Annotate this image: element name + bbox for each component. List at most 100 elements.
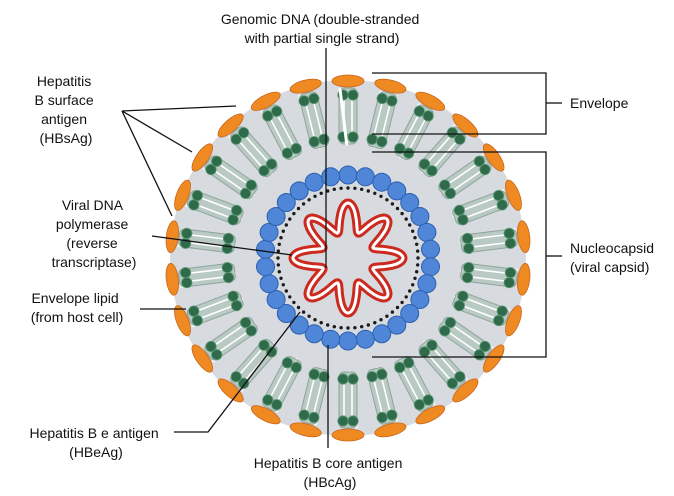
lipid-tail (305, 103, 316, 139)
capsid-unit (400, 193, 420, 212)
lipid-tail (189, 276, 226, 283)
hbsag-leader-3 (121, 110, 173, 217)
envelope-protein-block (230, 126, 278, 178)
hbcag-label-line: Hepatitis B core antigen (254, 455, 403, 471)
capsid-unit (289, 181, 309, 201)
capsid-unit (259, 274, 279, 294)
polymerase-dot (400, 211, 404, 216)
lipid-head (376, 136, 388, 148)
lipid-tail (432, 140, 458, 169)
polymerase-dot (373, 321, 377, 325)
surface-antigen (289, 422, 322, 438)
lipid-tail (305, 377, 316, 413)
lipid-tail (401, 114, 420, 147)
surface-antigen (331, 428, 365, 442)
polymerase-dot (276, 249, 280, 253)
lipid-tail (276, 114, 295, 147)
polymerase-dot (288, 217, 292, 221)
lipid-head (179, 267, 192, 279)
capsid-unit (417, 222, 437, 242)
lipid-head (238, 127, 250, 139)
capsid-unit (421, 257, 440, 277)
lipid-tail (188, 268, 225, 275)
lipid-head (446, 377, 458, 389)
polymerase-dot (413, 236, 417, 240)
lipid-tail (196, 297, 231, 312)
polymerase-dot (284, 223, 288, 227)
capsid-unit (276, 193, 296, 212)
envelope-label: Envelope (570, 95, 629, 111)
polymerase-dot (296, 206, 301, 211)
polymerase-dot (408, 289, 412, 293)
capsid-unit (355, 167, 375, 187)
surface-antigen (374, 422, 407, 438)
surface-antigen (452, 113, 479, 138)
polymerase-dot (281, 283, 285, 287)
capsid-layer (256, 165, 440, 351)
lipid-head (188, 305, 200, 317)
polymerase-dot (284, 289, 288, 293)
lipid-head (337, 415, 349, 427)
polymerase-dot (292, 211, 296, 216)
polymerase-dot (346, 186, 350, 190)
surface-antigen (174, 305, 191, 337)
surface-antigen (517, 263, 531, 296)
polymerase-dot (400, 300, 404, 305)
lipid-head (347, 415, 359, 427)
hbeag-leader (174, 311, 301, 433)
lipid-tail (244, 135, 270, 164)
surface-antigen (217, 113, 244, 138)
membrane-gap (338, 87, 349, 146)
lipid-head (231, 204, 243, 217)
hbeag-label-line: Hepatitis B e antigen (29, 425, 158, 441)
lipid-head (181, 227, 193, 239)
lipid-head (281, 357, 293, 369)
lipid-tail (465, 297, 500, 312)
lipid-head (439, 325, 451, 337)
hbcag-label-line: (HBcAg) (304, 474, 357, 490)
lipid-head (496, 199, 508, 211)
polymerase-dot (276, 256, 280, 260)
lipid-tail (213, 169, 245, 192)
nucleocapsid-bracket (372, 151, 547, 358)
surface-antigen (452, 378, 479, 403)
lipid-tail (218, 331, 249, 353)
polymerase-dot (279, 276, 283, 280)
polymerase-dot (326, 189, 330, 193)
polymerase-dot (411, 283, 415, 287)
polymerase-dot (416, 256, 420, 260)
lipid-head (386, 95, 398, 107)
polymerase-dot (346, 326, 350, 330)
envelope-label-line: Envelope (570, 95, 629, 111)
surface-antigen (165, 220, 179, 253)
polymerase-dot (395, 206, 400, 211)
envelope-unit (165, 244, 236, 296)
polymerase-dot (379, 318, 383, 322)
capsid-unit (410, 207, 430, 226)
lipid-tail (462, 304, 497, 320)
surface-antigen (250, 91, 281, 111)
lipid-tail (471, 241, 508, 248)
lipid-head (347, 373, 359, 385)
lipid-label: Envelope lipid (from host cell) (31, 290, 124, 325)
surface-antigen (174, 179, 191, 211)
polymerase-dot (279, 236, 283, 240)
hbsag-label-line: Hepatitis (37, 73, 91, 89)
lipid-head (298, 409, 310, 421)
polymerase-dot (313, 194, 317, 198)
lipid-tail (213, 324, 245, 347)
hbeag-label-line: (HBeAg) (69, 444, 123, 460)
genomic-dna-inner-strand (291, 201, 405, 315)
lipid-head (504, 237, 517, 249)
genomic-dna-label-line: with partial single strand) (244, 30, 400, 46)
polymerase-dot (296, 305, 301, 310)
lipid-tail (465, 204, 500, 219)
lipid-head (239, 317, 252, 329)
lipid-tail (401, 369, 420, 402)
capsid-unit (321, 329, 341, 349)
capsid-unit (256, 257, 275, 277)
lipid-tail (451, 169, 483, 192)
lipid-tail (447, 163, 478, 185)
lipid-head (479, 163, 491, 176)
